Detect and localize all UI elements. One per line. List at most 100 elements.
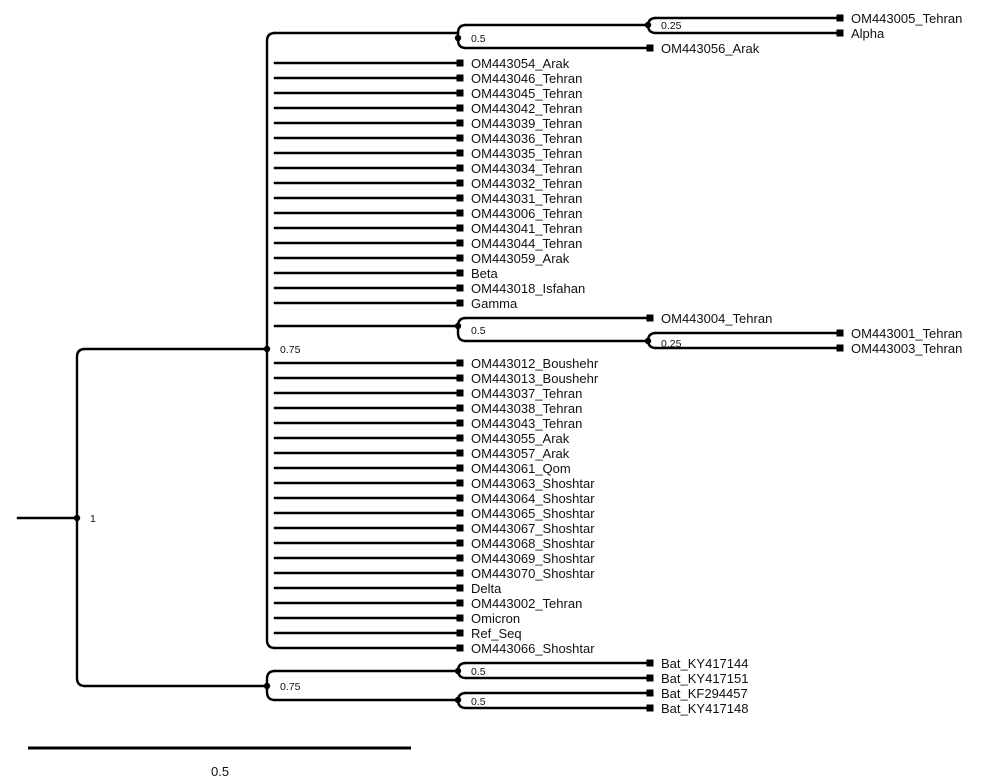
tip-label: Gamma	[471, 296, 518, 311]
tip-label: OM443005_Tehran	[851, 11, 962, 26]
tip-label: OM443064_Shoshtar	[471, 491, 595, 506]
tip-label: OM443054_Arak	[471, 56, 570, 71]
tip-marker	[456, 269, 464, 277]
tip-marker	[456, 434, 464, 442]
tip-label: OM443043_Tehran	[471, 416, 582, 431]
tip-marker	[456, 494, 464, 502]
tip-marker	[456, 464, 464, 472]
tip-marker	[646, 44, 654, 52]
tip-label: OM443012_Boushehr	[471, 356, 599, 371]
tip-label: OM443067_Shoshtar	[471, 521, 595, 536]
tip-label: OM443006_Tehran	[471, 206, 582, 221]
tip-label: OM443046_Tehran	[471, 71, 582, 86]
tip-marker	[456, 509, 464, 517]
scale-bar: 0.5	[28, 746, 411, 779]
tip-marker	[456, 599, 464, 607]
tip-marker	[836, 14, 844, 22]
tip-label: Ref_Seq	[471, 626, 522, 641]
tip-marker	[646, 314, 654, 322]
root-node	[73, 514, 81, 522]
tip-marker	[456, 299, 464, 307]
tip-label: OM443063_Shoshtar	[471, 476, 595, 491]
tip-label: Bat_KY417151	[661, 671, 748, 686]
main-clade-node	[263, 345, 271, 353]
tip-marker	[456, 404, 464, 412]
tip-marker	[646, 659, 654, 667]
alpha-pair-node	[644, 21, 652, 29]
tip-label: OM443003_Tehran	[851, 341, 962, 356]
tip-label: OM443034_Tehran	[471, 161, 582, 176]
tip-marker	[836, 29, 844, 37]
tip-label: OM443039_Tehran	[471, 116, 582, 131]
tip-label: OM443069_Shoshtar	[471, 551, 595, 566]
tip-marker	[456, 584, 464, 592]
tip-label: OM443065_Shoshtar	[471, 506, 595, 521]
om1-pair-node	[644, 337, 652, 345]
tip-marker	[456, 134, 464, 142]
tip-label: OM443002_Tehran	[471, 596, 582, 611]
tip-marker	[646, 674, 654, 682]
support-value: 0.75	[280, 344, 301, 356]
tip-label: OM443070_Shoshtar	[471, 566, 595, 581]
tip-marker	[456, 629, 464, 637]
bat-pair-b-node	[454, 696, 462, 704]
tip-label: OM443059_Arak	[471, 251, 570, 266]
om4-group-node	[454, 322, 462, 330]
tip-label: OM443066_Shoshtar	[471, 641, 595, 656]
tip-marker	[456, 374, 464, 382]
tip-marker	[836, 344, 844, 352]
tip-marker	[456, 539, 464, 547]
tip-label: OM443041_Tehran	[471, 221, 582, 236]
tip-label: OM443056_Arak	[661, 41, 760, 56]
tip-marker	[456, 449, 464, 457]
tip-marker	[456, 644, 464, 652]
tip-marker	[456, 164, 464, 172]
support-value: 0.25	[661, 338, 682, 350]
tip-label: Bat_KF294457	[661, 686, 748, 701]
tip-marker	[456, 524, 464, 532]
tip-label: Bat_KY417144	[661, 656, 748, 671]
tip-label: Alpha	[851, 26, 885, 41]
tip-marker	[456, 569, 464, 577]
support-value: 0.25	[661, 20, 682, 32]
tip-marker	[456, 554, 464, 562]
alpha-group-node	[454, 34, 462, 42]
tip-marker	[646, 689, 654, 697]
tip-marker	[456, 419, 464, 427]
tip-label: OM443031_Tehran	[471, 191, 582, 206]
om4-group-bracket	[456, 316, 467, 343]
tip-marker	[456, 59, 464, 67]
tip-label: OM443037_Tehran	[471, 386, 582, 401]
branches-layer	[16, 16, 842, 710]
tip-marker	[456, 119, 464, 127]
tip-label: OM443068_Shoshtar	[471, 536, 595, 551]
tip-label: OM443057_Arak	[471, 446, 570, 461]
bat-clade-node	[263, 682, 271, 690]
scale-bar-label: 0.5	[211, 764, 229, 779]
tip-label: OM443038_Tehran	[471, 401, 582, 416]
tip-label: OM443042_Tehran	[471, 101, 582, 116]
tip-label: OM443061_Qom	[471, 461, 571, 476]
tip-label: OM443055_Arak	[471, 431, 570, 446]
tip-markers-layer	[456, 14, 844, 712]
bat-pair-a-node	[454, 667, 462, 675]
tip-marker	[456, 89, 464, 97]
support-value: 0.5	[471, 33, 486, 45]
support-value: 0.5	[471, 666, 486, 678]
tip-marker	[456, 284, 464, 292]
tip-marker	[836, 329, 844, 337]
tip-marker	[456, 479, 464, 487]
tip-label: Bat_KY417148	[661, 701, 748, 716]
tip-label: Omicron	[471, 611, 520, 626]
tip-marker	[456, 74, 464, 82]
tip-marker	[456, 149, 464, 157]
tip-marker	[456, 209, 464, 217]
tip-marker	[456, 179, 464, 187]
tip-label: OM443004_Tehran	[661, 311, 772, 326]
support-value: 0.75	[280, 681, 301, 693]
tip-marker	[456, 104, 464, 112]
tip-label: OM443013_Boushehr	[471, 371, 599, 386]
support-value: 0.5	[471, 325, 486, 337]
